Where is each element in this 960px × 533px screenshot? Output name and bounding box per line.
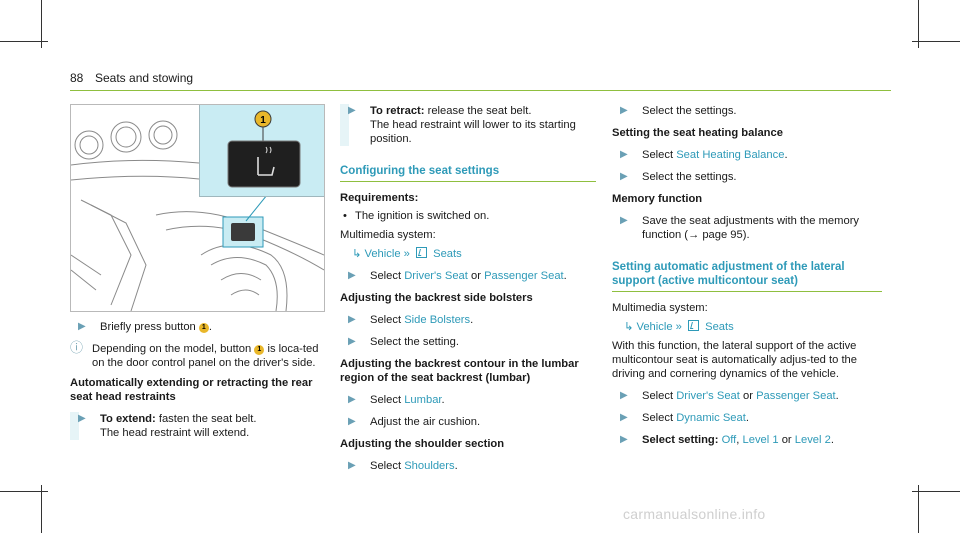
step-extend: ▶ To extend: fasten the seat belt. The h… (70, 412, 325, 440)
column-3: ▶ Select the settings. Setting the seat … (612, 104, 882, 455)
step-arrow-icon: ▶ (348, 270, 356, 281)
callout-badge: 1 (198, 323, 209, 333)
crop-mark (918, 0, 919, 48)
step-arrow-icon: ▶ (348, 460, 356, 471)
callout-number: 1 (260, 115, 266, 126)
step-select-seat: ▶ Select Driver's Seat or Passenger Seat… (348, 270, 567, 282)
multimedia-label: Multimedia system: (612, 302, 708, 314)
step-arrow-icon: ▶ (348, 314, 356, 325)
menu-vehicle: Vehicle (364, 248, 401, 260)
step-select-settings: ▶ Select the settings. (620, 105, 737, 117)
menu-path: ↳ Vehicle » Seats (624, 320, 882, 334)
page-header-title: Seats and stowing (95, 71, 194, 85)
crop-mark (912, 491, 960, 492)
header-rule (70, 90, 891, 91)
step-arrow-icon: ▶ (620, 171, 628, 182)
subheading: Automatically extending or retracting th… (70, 377, 313, 403)
column-2: ▶ To retract: release the seat belt. The… (340, 104, 596, 481)
menu-seats: Seats (433, 248, 462, 260)
crop-mark (0, 41, 48, 42)
step-arrow-icon: ▶ (620, 149, 628, 160)
crop-mark (41, 0, 42, 48)
return-arrow-icon: ↳ (624, 321, 634, 333)
chevron-icon: » (675, 321, 682, 333)
step-select-lumbar: ▶ Select Lumbar. (348, 394, 445, 406)
step-select-shoulders: ▶ Select Shoulders. (348, 460, 458, 472)
step-arrow-icon: ▶ (348, 105, 356, 116)
menu-vehicle: Vehicle (636, 321, 673, 333)
crop-mark (912, 41, 960, 42)
info-note: ⓘ Depending on the model, button 1 is lo… (70, 340, 319, 370)
subheading: Setting the seat heating balance (612, 127, 783, 139)
subheading: Adjusting the backrest side bolsters (340, 292, 533, 304)
seat-icon (688, 320, 700, 331)
requirement-item: The ignition is switched on. (340, 209, 596, 223)
button-detail-inset: 1 (199, 105, 324, 197)
step-arrow-icon: ▶ (620, 215, 628, 226)
step-arrow-icon: ▶ (78, 321, 86, 332)
page-number: 88 (70, 71, 84, 85)
requirements-label: Requirements: (340, 192, 419, 204)
chevron-icon: » (403, 248, 410, 260)
step-select-seat: ▶ Select Driver's Seat or Passenger Seat… (620, 390, 839, 402)
crop-mark (0, 491, 48, 492)
return-arrow-icon: ↳ (352, 248, 362, 260)
menu-seats: Seats (705, 321, 734, 333)
step-arrow-icon: ▶ (348, 394, 356, 405)
crop-mark (918, 485, 919, 533)
step-press-button: ▶ Briefly press button 1. (78, 321, 212, 333)
step-select-setting: ▶ Select the setting. (348, 336, 459, 348)
multimedia-label: Multimedia system: (340, 229, 436, 241)
crop-mark (41, 485, 42, 533)
step-arrow-icon: ▶ (348, 416, 356, 427)
vehicle-interior-drawing (71, 120, 324, 311)
step-select-settings-2: ▶ Select the settings. (620, 171, 737, 183)
step-arrow-icon: ▶ (620, 434, 628, 445)
step-retract: ▶ To retract: release the seat belt. The… (340, 104, 596, 146)
step-save-memory: ▶ Save the seat adjustments with the mem… (620, 215, 860, 241)
subheading: Memory function (612, 193, 703, 205)
step-adjust-air: ▶ Adjust the air cushion. (348, 416, 481, 428)
subheading: Adjusting the shoulder section (340, 438, 505, 450)
step-arrow-icon: ▶ (620, 412, 628, 423)
step-arrow-icon: ▶ (78, 413, 86, 424)
step-arrow-icon: ▶ (348, 336, 356, 347)
seat-icon (416, 247, 428, 258)
menu-path: ↳ Vehicle » Seats (352, 247, 596, 261)
section-heading: Configuring the seat settings (340, 164, 596, 182)
column-1: 1 ▶ Briefly press button 1. ⓘ Depending … (70, 104, 325, 448)
watermark: carmanualsonline.info (623, 506, 766, 522)
step-select-heating: ▶ Select Seat Heating Balance. (620, 149, 788, 161)
step-select-dynamic: ▶ Select Dynamic Seat. (620, 412, 749, 424)
subheading: Adjusting the backrest contour in the lu… (340, 358, 579, 384)
callout-badge: 1 (254, 345, 265, 355)
description: With this function, the lateral support … (612, 340, 858, 380)
seat-illustration: 1 (70, 104, 325, 312)
step-arrow-icon: ▶ (620, 105, 628, 116)
step-arrow-icon: ▶ (620, 390, 628, 401)
step-select-level: ▶ Select setting: Off, Level 1 or Level … (620, 434, 834, 446)
step-select-bolsters: ▶ Select Side Bolsters. (348, 314, 474, 326)
info-icon: ⓘ (70, 340, 84, 355)
section-heading: Setting automatic adjustment of the late… (612, 260, 882, 292)
